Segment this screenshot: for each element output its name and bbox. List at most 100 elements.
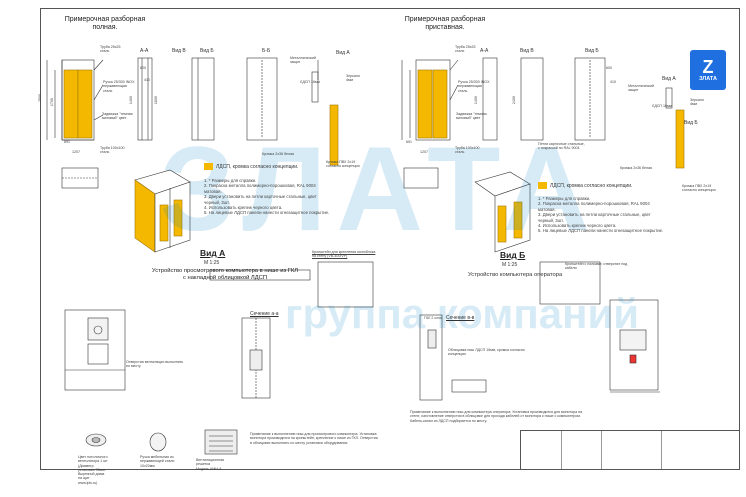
- legend-ldsp-swatch-attached: [538, 182, 547, 189]
- view-a-title: Вид А: [200, 248, 226, 258]
- label-vb: Вид Б: [200, 48, 214, 54]
- dim-2400: 2400: [511, 96, 516, 105]
- attached-view-b: [520, 57, 544, 141]
- notes-view-a: Примечание к выполнению ниш для просмотр…: [250, 432, 378, 445]
- dim-1207: 1207: [72, 150, 80, 154]
- bracket-iso: [317, 261, 374, 308]
- title-attached: Примерочная разборная приставная.: [404, 16, 486, 31]
- device-handle: Ручка мебельная из нержавеющей стали 10х…: [140, 455, 175, 468]
- attached-mirror: Зеркало 4мм: [690, 98, 704, 107]
- label-vv: Вид В: [172, 48, 186, 54]
- dim-1400: 1400: [128, 96, 133, 105]
- full-mirror: Зеркало 4мм: [346, 74, 360, 83]
- title-block: [520, 430, 740, 470]
- view-a-cabinet: [64, 309, 126, 391]
- full-pipe25: Труба 25х25 сталь: [100, 45, 121, 54]
- notes-view-b: Примечание к выполнению ниш для компьюте…: [410, 410, 583, 423]
- tb-col-1: [561, 431, 562, 469]
- dim-691: 691: [64, 140, 70, 144]
- dim-1700: 1700: [49, 98, 54, 107]
- attached-pipe100: Труба 100х100 сталь: [455, 146, 480, 155]
- view-a-section-label: Сечение а-а: [250, 311, 279, 317]
- attached-plan: [403, 167, 439, 189]
- logo-letter: Z: [702, 57, 714, 77]
- gkl-label: ГКЛ 2 слоя: [424, 316, 443, 320]
- watermark-big: ЗЛАТА: [160, 122, 600, 256]
- view-a-subtitle: Устройство просмотрового компьютера в ни…: [151, 268, 299, 281]
- view-b-section-label: Сечение в-в: [446, 315, 475, 321]
- notes-attached: 1. * Размеры для справки. 2. Покраска ме…: [538, 196, 664, 234]
- full-glazing: Задвижка "темная матовый" цвет: [102, 112, 133, 121]
- view-b-section: [419, 314, 443, 401]
- label-vb2: Вид Б: [585, 48, 599, 54]
- full-ldsp: ЛДСП 16мм: [300, 80, 320, 84]
- attached-glazing: Задвижка "темная матовый" цвет: [456, 112, 487, 121]
- bracket-title: Кронштейн для крепления моноблока на сте…: [312, 250, 376, 259]
- attached-ldsp: ЛДСП 16мм: [652, 104, 672, 108]
- attached-lock: Металлический защит: [628, 84, 654, 93]
- full-section-aa: [137, 57, 153, 141]
- dim-410b: 410: [610, 80, 616, 84]
- tb-col-3: [661, 431, 662, 469]
- full-edge-pvc: Кромка ПВХ 2х19 согласно концепции: [326, 160, 360, 169]
- full-door-ldsp-right: [77, 69, 93, 139]
- notes-full: 1. * Размеры для справки. 2. Покраска ме…: [204, 178, 330, 216]
- label-vb3: Вид Б: [684, 120, 698, 126]
- dim-1400b: 1400: [473, 96, 478, 105]
- dim-1800: 1800: [153, 96, 158, 105]
- title-full: Примерочная разборная полная.: [64, 16, 146, 31]
- full-section-bb: [246, 57, 278, 141]
- attached-section-aa: [482, 57, 498, 141]
- attached-edge: Кромка 2х36 белая: [620, 166, 652, 170]
- bracket-drawing: [209, 269, 311, 281]
- device-fan: Цвет потолочного вентилятора 1 шт (Диаме…: [78, 455, 108, 485]
- cable-channel: [451, 379, 487, 393]
- dim-1207b: 1207: [420, 150, 428, 154]
- label-vv2: Вид В: [520, 48, 534, 54]
- attached-pipe25: Труба 25х25 сталь: [455, 45, 476, 54]
- tb-col-2: [601, 431, 602, 469]
- device-grille: Вентиляционная решетка Модель АМН-А: [196, 458, 225, 471]
- dim-600: 600: [140, 66, 146, 70]
- view-a-scale: М 1:25: [204, 260, 220, 266]
- label-va: Вид А: [336, 50, 350, 56]
- drawing-frame: [40, 8, 740, 470]
- full-lock: Металлический защит: [290, 56, 316, 65]
- side-note-2: Отверстия вентиляции выполнить по месту: [126, 360, 184, 369]
- attached-handle: Ручка 25/300 INOX нержавеющая сталь: [458, 80, 490, 93]
- full-handle: Ручка 25/300 INOX нержавеющая сталь: [103, 80, 135, 93]
- attached-door-right: [432, 69, 448, 139]
- dim-691b: 691: [406, 140, 412, 144]
- full-pipe100: Труба 100х100 сталь: [100, 146, 125, 155]
- side-note-3: Облицовка ниш ЛДСП 16мм, кромка согласно…: [448, 348, 525, 357]
- logo-name: ЗЛАТА: [699, 76, 717, 82]
- label-aa2: А-А: [480, 48, 489, 54]
- label-va2: Вид А: [662, 76, 676, 82]
- side-note-1: Кронштейн с полками: отверстие под кабел…: [565, 262, 628, 271]
- legend-attached: ЛДСП, кромка согласно концепции.: [550, 183, 633, 189]
- legend-ldsp-swatch-full: [204, 163, 213, 170]
- view-b-subtitle: Устройство компьютера оператора: [468, 272, 563, 278]
- label-aa: А-А: [140, 48, 149, 54]
- watermark-small: группа компаний: [285, 290, 640, 337]
- view-b-elevation: [609, 299, 659, 391]
- view-b-bracket: [539, 261, 601, 305]
- view-b-scale: М 1:25: [502, 262, 518, 268]
- dim-600b: 600: [606, 66, 612, 70]
- full-door-ldsp-left: [63, 69, 79, 139]
- attached-view-b-panel: [675, 109, 685, 169]
- label-bb: Б-Б: [262, 48, 271, 54]
- handle-drawing: [149, 432, 167, 452]
- grille-drawing: [204, 429, 238, 455]
- attached-edge-pvc: Кромка ПВХ 2х19 согласно концепции: [682, 184, 716, 193]
- attached-view-v: [574, 57, 606, 141]
- full-view-b: [191, 57, 215, 141]
- attached-door-left: [417, 69, 433, 139]
- view-b-title: Вид Б: [500, 250, 526, 260]
- full-view-a-panel: [329, 104, 339, 166]
- legend-full: ЛДСП, кромка согласно концепции.: [216, 164, 299, 170]
- dim-2500: 2500: [37, 94, 42, 103]
- attached-hinge: Петли карточные стальные, с покраской по…: [538, 142, 585, 151]
